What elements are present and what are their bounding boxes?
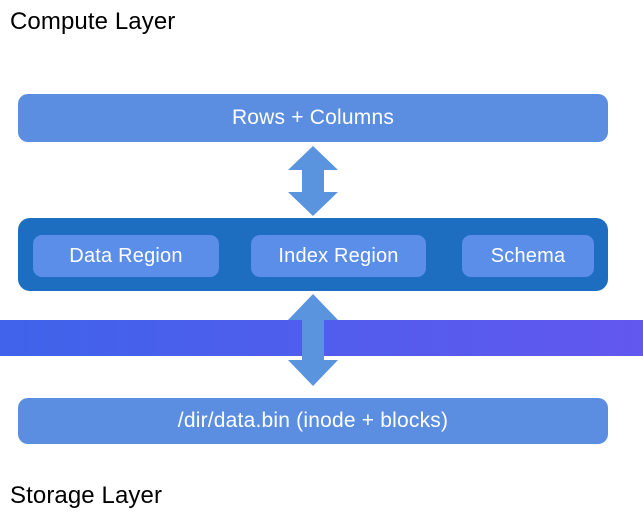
region-chip-label: Index Region bbox=[278, 244, 399, 267]
region-chip-label: Schema bbox=[490, 244, 566, 267]
region-chip-index-region: Index Region bbox=[251, 235, 426, 277]
file-format-container: Data Region Index Region Schema bbox=[18, 218, 608, 291]
double-arrow-icon-logical-to-format bbox=[286, 146, 340, 221]
storage-layer-caption: Storage Layer bbox=[10, 482, 163, 509]
compute-layer-caption: Compute Layer bbox=[10, 8, 176, 35]
region-chip-data-region: Data Region bbox=[33, 235, 219, 277]
rows-columns-box: Rows + Columns bbox=[18, 94, 608, 142]
region-chip-label: Data Region bbox=[69, 244, 183, 267]
double-arrow-icon-format-to-storage bbox=[286, 294, 340, 391]
storage-file-box: /dir/data.bin (inode + blocks) bbox=[18, 398, 608, 444]
region-chip-schema: Schema bbox=[462, 235, 594, 277]
rows-columns-label: Rows + Columns bbox=[231, 106, 395, 129]
storage-file-label: /dir/data.bin (inode + blocks) bbox=[177, 409, 449, 432]
